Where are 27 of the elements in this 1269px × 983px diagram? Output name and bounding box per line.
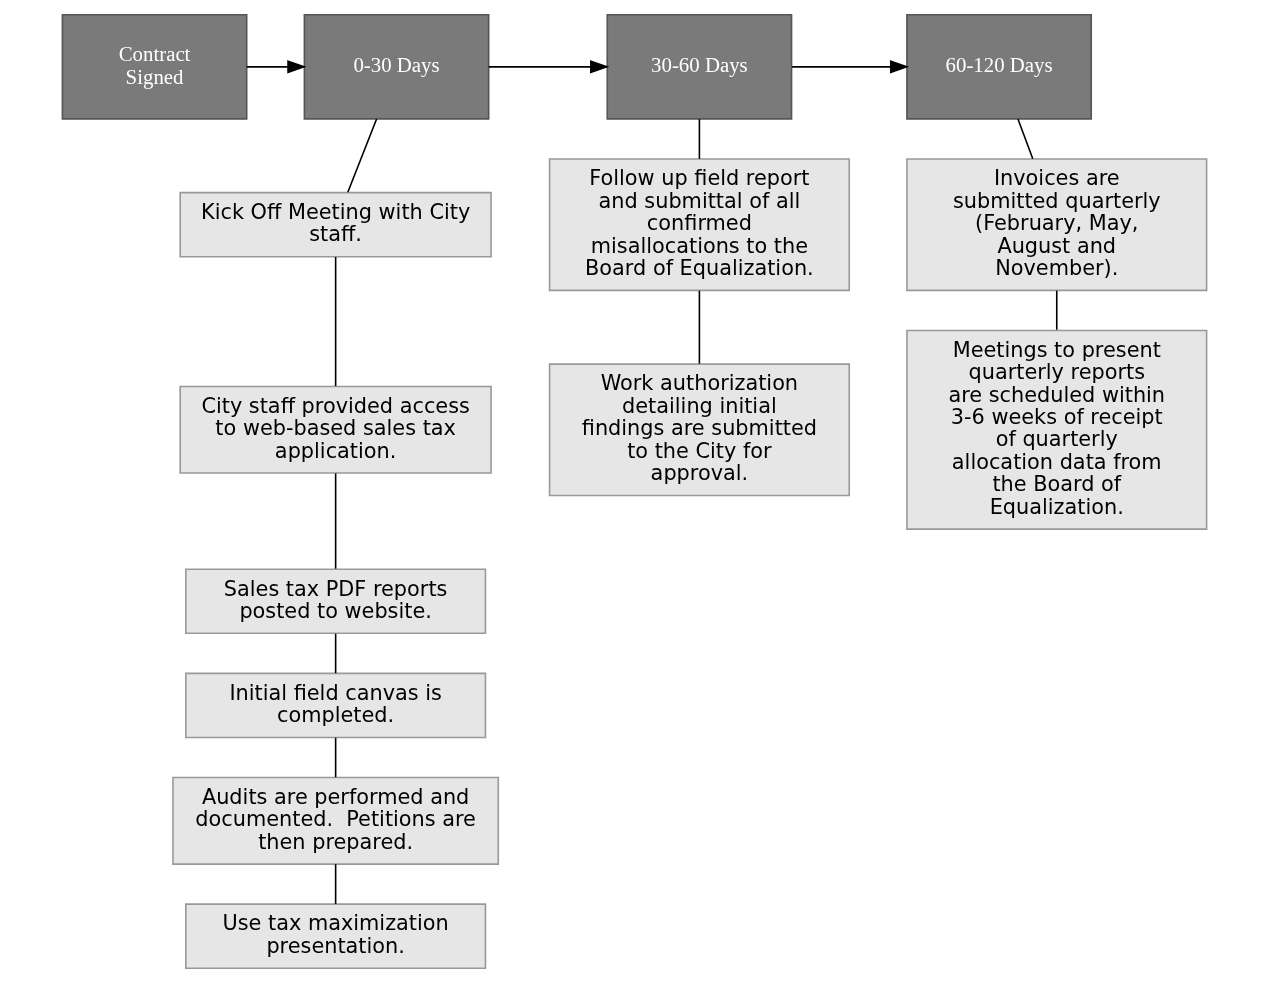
- connector: [347, 118, 378, 193]
- node-box: 0-30 Days: [303, 13, 490, 120]
- node-box: City staff provided access to web-based sales tax application.: [179, 385, 492, 474]
- node-box: Follow up field report and submittal of all confirmed misallocations to the Board of Equalization.: [548, 158, 851, 292]
- node-box: Kick Off Meeting with City staff.: [179, 191, 492, 258]
- node-box: Meetings to present quarterly reports are scheduled within 3-6 weeks of receipt of quarterly allocation data from the Board of Equalization.: [906, 329, 1208, 530]
- node-box: Invoices are submitted quarterly (February, May, August and November).: [906, 158, 1208, 292]
- node-box: Use tax maximization presentation.: [185, 903, 487, 970]
- node-box: Work authorization detailing initial findings are submitted to the City for approval.: [548, 363, 851, 497]
- connector: [1055, 289, 1058, 331]
- arrow: [245, 60, 307, 74]
- arrow: [488, 60, 610, 74]
- node-box: Initial field canvas is completed.: [185, 672, 487, 739]
- node-box: Sales tax PDF reports posted to website.: [185, 568, 487, 635]
- connector: [334, 632, 337, 674]
- node-box: Audits are performed and documented. Petitions are then prepared.: [172, 776, 500, 865]
- connector: [698, 118, 701, 160]
- connector: [334, 256, 337, 387]
- connector: [698, 289, 701, 365]
- arrow: [791, 60, 910, 74]
- connector: [334, 736, 337, 779]
- node-box: 60-120 Days: [906, 13, 1092, 120]
- connector: [334, 472, 337, 570]
- node-box: 30-60 Days: [606, 13, 793, 120]
- connector: [1017, 118, 1034, 160]
- node-box: Contract Signed: [61, 13, 248, 120]
- connector: [334, 863, 337, 905]
